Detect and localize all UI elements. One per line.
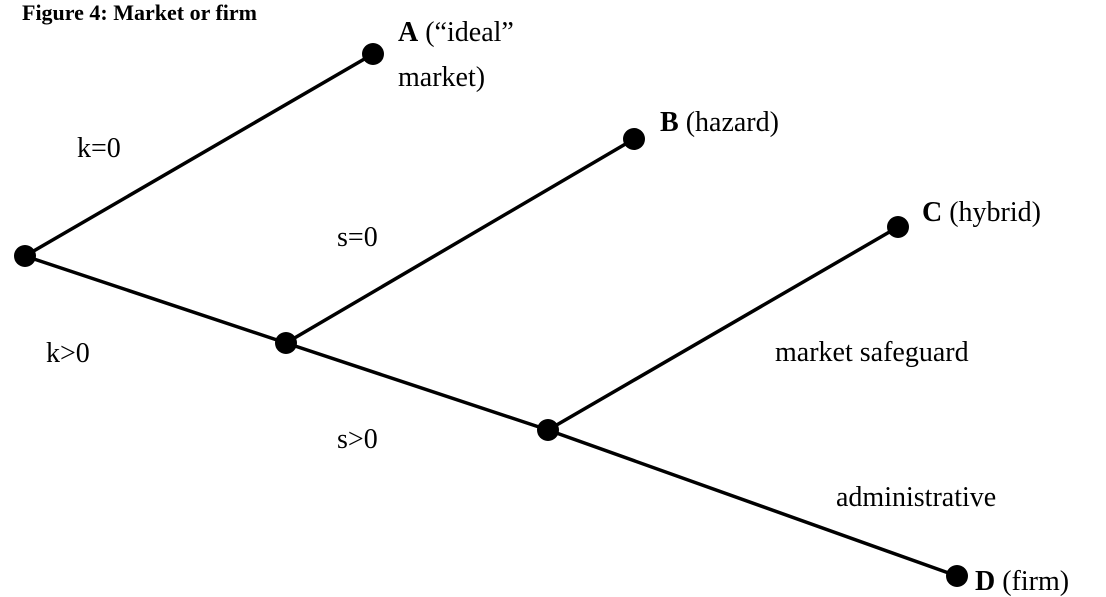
edge-label-s-zero: s=0 <box>337 222 378 253</box>
node-branch-s <box>275 332 297 354</box>
node-d <box>946 565 968 587</box>
node-d-label: D (firm) <box>975 566 1069 597</box>
node-a-letter: A <box>398 17 419 48</box>
node-root <box>14 245 36 267</box>
edge-n1-to-b <box>284 137 636 345</box>
node-b <box>623 128 645 150</box>
edge-label-administrative: administrative <box>836 482 996 513</box>
node-b-label: B (hazard) <box>660 107 779 138</box>
node-branch-safeguard <box>537 419 559 441</box>
node-c <box>887 216 909 238</box>
figure-title: Figure 4: Market or firm <box>22 0 257 25</box>
edge-label-s-positive: s>0 <box>337 424 378 455</box>
node-a-label: A (“ideal” <box>398 17 514 48</box>
edge-label-k-zero: k=0 <box>77 133 121 164</box>
edge-root-to-n1 <box>23 254 288 345</box>
edge-root-to-a <box>23 52 375 258</box>
node-b-letter: B <box>660 107 679 138</box>
edge-n2-to-c <box>546 225 900 432</box>
node-c-label: C (hybrid) <box>922 197 1041 228</box>
edge-n2-to-d <box>546 428 959 578</box>
edge-label-market-safeguard: market safeguard <box>775 337 969 368</box>
node-a-text-line2: market) <box>398 62 485 93</box>
node-c-letter: C <box>922 197 942 228</box>
node-b-text: (hazard) <box>679 107 779 138</box>
edge-label-k-positive: k>0 <box>46 338 90 369</box>
node-a-text-line1: (“ideal” <box>418 17 514 48</box>
node-a <box>362 43 384 65</box>
edge-n1-to-n2 <box>284 341 550 432</box>
node-d-letter: D <box>975 566 995 597</box>
node-c-text: (hybrid) <box>942 197 1041 228</box>
node-d-text: (firm) <box>995 566 1069 597</box>
